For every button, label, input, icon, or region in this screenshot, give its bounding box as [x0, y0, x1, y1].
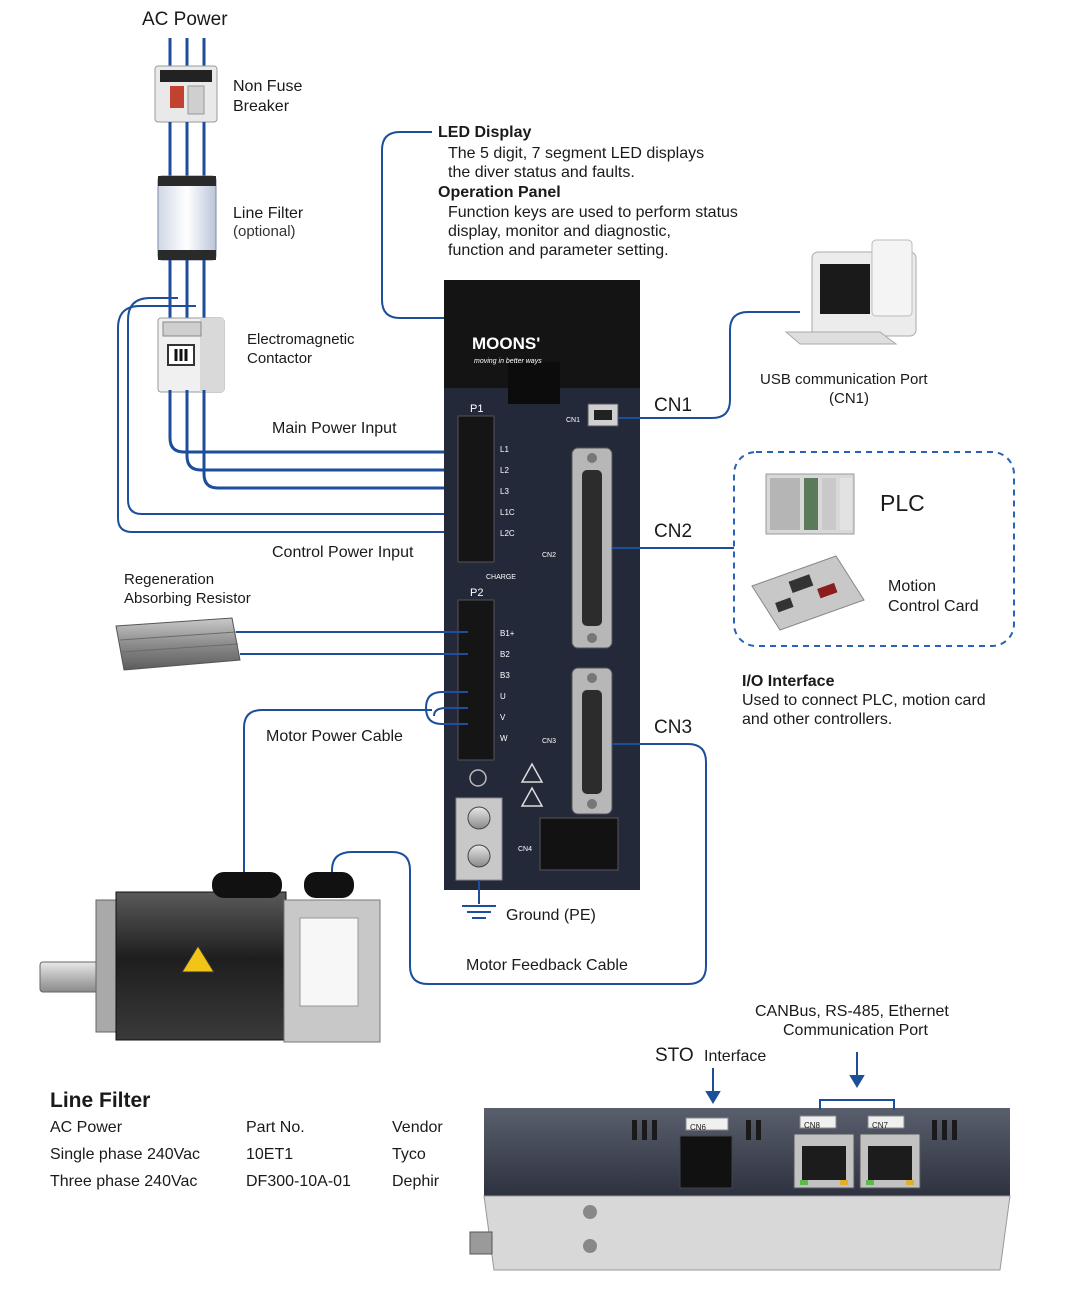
motor-icon [39, 872, 381, 1043]
regen-label-line1: Regeneration [124, 571, 215, 588]
terminal-v: V [500, 713, 506, 722]
terminal-b1: B1+ [500, 629, 515, 638]
terminal-b2: B2 [500, 650, 510, 659]
breaker-label-line1: Non Fuse [233, 78, 303, 95]
usb-port-label-1: USB communication Port [760, 371, 928, 388]
io-interface-desc-2: and other controllers. [742, 711, 893, 728]
canbus-label-2: Communication Port [783, 1022, 928, 1039]
plc-label: PLC [880, 490, 925, 516]
p2-label: P2 [470, 587, 484, 599]
sto-label: STO [655, 1045, 694, 1066]
header-ac-power: AC Power [50, 1118, 123, 1136]
line-filter-table: AC Power Part No. Vendor Single phase 24… [50, 1118, 443, 1199]
cell-part-no: DF300-10A-01 [246, 1172, 351, 1190]
operation-panel-desc-1: Function keys are used to perform status [448, 204, 738, 221]
side-cn4: CN4 [518, 846, 533, 853]
motor-power-cable-line [243, 691, 468, 880]
breaker-icon [154, 65, 218, 123]
cn3-label: CN3 [654, 717, 693, 738]
cell-vendor: Dephir [392, 1172, 440, 1190]
main-power-wires [168, 390, 468, 490]
control-power-input-label: Control Power Input [272, 544, 414, 561]
regen-wires [236, 631, 468, 655]
terminal-u: U [500, 692, 506, 701]
motion-card-label-1: Motion [888, 578, 937, 595]
terminal-l1: L1 [500, 445, 509, 454]
cell-part-no: 10ET1 [246, 1145, 294, 1163]
line-filter-optional-label: (optional) [233, 223, 296, 240]
drive-brand: MOONS' [472, 334, 541, 353]
earth-icon [462, 905, 496, 919]
usb-port-label-2: (CN1) [829, 390, 869, 407]
io-dashed-box [733, 451, 1015, 647]
contactor-label-line2: Contactor [247, 350, 313, 367]
side-cn2: CN2 [542, 552, 557, 559]
sto-interface-label: Interface [704, 1048, 767, 1065]
motor-power-cable-label: Motor Power Cable [266, 728, 403, 745]
plc-icon [765, 473, 855, 535]
contactor-label-line1: Electromagnetic [247, 331, 355, 348]
io-interface-title: I/O Interface [742, 673, 835, 690]
cn1-label: CN1 [654, 395, 693, 416]
terminal-l1c: L1C [500, 508, 515, 517]
cell-vendor: Tyco [392, 1145, 426, 1163]
led-display-desc-1: The 5 digit, 7 segment LED displays [448, 145, 705, 162]
cn2-label: CN2 [654, 521, 693, 542]
ac-power-label: AC Power [142, 9, 228, 30]
motion-card-icon [751, 555, 865, 631]
computer-icon [784, 239, 917, 345]
drive-bottom-view [469, 1108, 1011, 1271]
breaker-filter-wires [168, 122, 206, 178]
side-cn1: CN1 [566, 417, 581, 424]
port-cn8: CN8 [804, 1121, 821, 1130]
terminal-w: W [500, 734, 508, 743]
control-power-wires [117, 297, 468, 533]
io-interface-desc-1: Used to connect PLC, motion card [742, 692, 986, 709]
operation-panel-desc-2: display, monitor and diagnostic, [448, 223, 671, 240]
cell-ac-power: Three phase 240Vac [50, 1172, 198, 1190]
breaker-label-line2: Breaker [233, 98, 290, 115]
servo-drive [444, 280, 640, 890]
led-display-desc-2: the diver status and faults. [448, 164, 635, 181]
table-header-row: AC Power Part No. Vendor [50, 1118, 443, 1145]
p1-label: P1 [470, 403, 484, 415]
motor-feedback-cable-label: Motor Feedback Cable [466, 957, 628, 974]
filter-contactor-wires [168, 260, 206, 320]
table-row: Single phase 240Vac 10ET1 Tyco [50, 1145, 443, 1172]
regen-resistor-icon [115, 617, 241, 671]
terminal-l2: L2 [500, 466, 509, 475]
line-filter-table-title: Line Filter [50, 1089, 151, 1112]
header-part-no: Part No. [246, 1118, 305, 1136]
port-cn7: CN7 [872, 1121, 889, 1130]
ground-label: Ground (PE) [506, 907, 596, 924]
line-filter-label: Line Filter [233, 205, 304, 222]
terminal-b3: B3 [500, 671, 510, 680]
header-vendor: Vendor [392, 1118, 443, 1136]
motion-card-label-2: Control Card [888, 598, 979, 615]
led-display-title: LED Display [438, 124, 532, 141]
ac-power-wires [168, 38, 206, 66]
canbus-label-1: CANBus, RS-485, Ethernet [755, 1003, 949, 1020]
line-filter-icon [157, 175, 217, 261]
main-power-input-label: Main Power Input [272, 420, 397, 437]
led-callout-line [381, 131, 462, 319]
contactor-icon [157, 317, 225, 393]
table-row: Three phase 240Vac DF300-10A-01 Dephir [50, 1172, 443, 1199]
port-cn6: CN6 [690, 1123, 707, 1132]
terminal-l3: L3 [500, 487, 509, 496]
terminal-l2c: L2C [500, 529, 515, 538]
operation-panel-desc-3: function and parameter setting. [448, 242, 669, 259]
cn1-usb-line [618, 311, 800, 419]
side-cn3: CN3 [542, 738, 557, 745]
cell-ac-power: Single phase 240Vac [50, 1145, 201, 1163]
drive-tagline: moving in better ways [474, 358, 542, 365]
charge-label: CHARGE [486, 574, 516, 581]
regen-label-line2: Absorbing Resistor [124, 590, 251, 607]
bottom-arrows [705, 1052, 895, 1110]
operation-panel-title: Operation Panel [438, 184, 561, 201]
motor-feedback-cable-line [331, 743, 707, 985]
